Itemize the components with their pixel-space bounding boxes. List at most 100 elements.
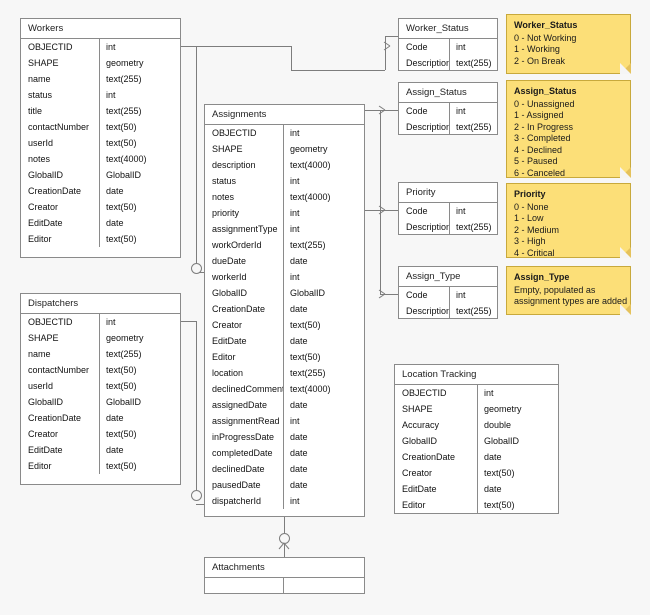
field-type	[283, 578, 364, 594]
field-name: contactNumber	[28, 122, 90, 132]
table-row: GlobalID GlobalID	[21, 167, 180, 183]
field-name: declinedDate	[212, 464, 265, 474]
note-fold-cut-icon	[620, 247, 631, 258]
field-name: GlobalID	[28, 170, 64, 180]
note-worker-status[interactable]: Worker_Status 0 - Not Working 1 - Workin…	[506, 14, 631, 74]
field-type: int	[449, 203, 497, 219]
note-line: assignment types are added	[514, 296, 628, 306]
field-type: text(4000)	[283, 157, 364, 173]
field-type: date	[99, 183, 180, 199]
entity-title: Priority	[399, 183, 497, 203]
field-name: workerId	[212, 272, 247, 282]
note-line: 1 - Working	[514, 44, 560, 54]
field-type: int	[283, 493, 364, 509]
field-type: double	[477, 417, 558, 433]
note-line: 5 - Paused	[514, 156, 558, 166]
note-line: 0 - Unassigned	[514, 98, 575, 109]
note-fold-cut-icon	[620, 167, 631, 178]
field-type: int	[449, 287, 497, 303]
note-assign-status[interactable]: Assign_Status 0 - Unassigned 1 - Assigne…	[506, 80, 631, 178]
note-line: 0 - None	[514, 201, 549, 212]
field-name: SHAPE	[212, 144, 243, 154]
field-type: GlobalID	[99, 167, 180, 183]
entity-attachments[interactable]: Attachments	[204, 557, 365, 594]
field-type: text(50)	[99, 231, 180, 247]
field-type: text(255)	[283, 365, 364, 381]
entity-title: Worker_Status	[399, 19, 497, 39]
field-name: SHAPE	[402, 404, 433, 414]
field-name: CreationDate	[402, 452, 456, 462]
field-type: date	[283, 253, 364, 269]
connector-circle-attachments	[279, 533, 290, 544]
entity-rows	[205, 578, 364, 594]
note-line: 3 - High	[514, 236, 546, 246]
field-name: EditDate	[402, 484, 437, 494]
field-type: int	[449, 103, 497, 119]
note-assign-type[interactable]: Assign_Type Empty, populated as assignme…	[506, 266, 631, 315]
field-name: workOrderId	[212, 240, 262, 250]
field-name: dueDate	[212, 256, 247, 266]
field-type: text(255)	[99, 346, 180, 362]
note-line: 2 - On Break	[514, 55, 566, 66]
field-name: CreationDate	[28, 186, 82, 196]
field-type: date	[283, 333, 364, 349]
connector-workers-status-h	[385, 36, 398, 37]
field-type: geometry	[283, 141, 364, 157]
field-type: date	[99, 442, 180, 458]
field-name: Accuracy	[402, 420, 440, 430]
field-type: date	[477, 481, 558, 497]
field-type: GlobalID	[477, 433, 558, 449]
note-line: 2 - Medium	[514, 224, 560, 235]
entity-title: Workers	[21, 19, 180, 39]
field-name: title	[28, 106, 43, 116]
field-type: int	[283, 221, 364, 237]
field-type: int	[283, 125, 364, 141]
field-type: text(50)	[477, 465, 558, 481]
field-name: assignedDate	[212, 400, 268, 410]
field-type: GlobalID	[99, 394, 180, 410]
note-line: 4 - Declined	[514, 144, 563, 155]
field-name: Creator	[28, 429, 59, 439]
field-type: int	[477, 385, 558, 401]
note-line: 6 - Canceled	[514, 167, 566, 178]
field-name: notes	[212, 192, 235, 202]
field-name: Description	[406, 122, 449, 132]
note-line: Empty, populated as	[514, 284, 596, 295]
note-priority[interactable]: Priority 0 - None 1 - Low 2 - Medium 3 -…	[506, 183, 631, 258]
field-name: dispatcherId	[212, 496, 262, 506]
field-type: text(255)	[99, 103, 180, 119]
entity-title: Assign_Status	[399, 83, 497, 103]
field-type: text(50)	[99, 135, 180, 151]
